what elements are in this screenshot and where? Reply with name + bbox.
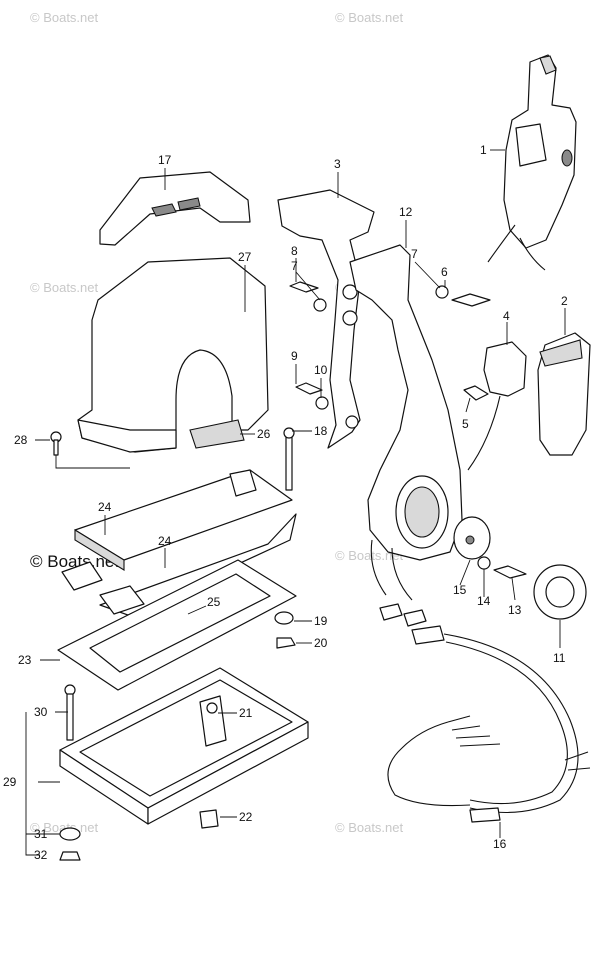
callout-10: 10 — [314, 363, 328, 377]
callout-7-second: 7 — [411, 247, 418, 261]
callout-25: 25 — [207, 595, 221, 609]
watermark: © Boats.net — [30, 820, 99, 835]
leader-lines — [25, 149, 566, 856]
part-wiring-harness — [370, 539, 591, 823]
callout-2: 2 — [561, 294, 568, 308]
callout-13: 13 — [508, 603, 522, 617]
callout-19: 19 — [314, 614, 328, 628]
part-neutral-switch — [467, 341, 527, 471]
part-small-hardware — [289, 281, 491, 410]
part-washer-set — [453, 516, 527, 579]
callout-3: 3 — [334, 157, 341, 171]
part-top-cover — [99, 171, 251, 246]
callout-18: 18 — [314, 424, 328, 438]
callout-28: 28 — [14, 433, 28, 447]
part-screws — [50, 427, 295, 491]
callout-8: 8 — [291, 244, 298, 258]
callout-14: 14 — [477, 594, 491, 608]
watermark: © Boats.net — [335, 820, 404, 835]
part-gasket — [57, 559, 297, 691]
watermark: © Boats.net — [30, 280, 99, 295]
part-bracket-lower — [99, 513, 297, 616]
callout-27: 27 — [238, 250, 252, 264]
callout-30: 30 — [34, 705, 48, 719]
callout-29: 29 — [3, 775, 17, 789]
part-bolt-stack — [59, 684, 81, 861]
callout-6: 6 — [441, 265, 448, 279]
callout-17: 17 — [158, 153, 172, 167]
part-cable-clamp — [199, 695, 227, 829]
callout-1: 1 — [480, 143, 487, 157]
callout-32: 32 — [34, 848, 48, 862]
callout-24: 24 — [98, 500, 112, 514]
callout-5: 5 — [462, 417, 469, 431]
callout-15: 15 — [453, 583, 467, 597]
watermark: © Boats.net — [335, 548, 404, 563]
callout-26: 26 — [257, 427, 271, 441]
callout-11: 11 — [553, 651, 566, 665]
part-base-plate — [59, 667, 309, 825]
callout-20: 20 — [314, 636, 328, 650]
callout-23: 23 — [18, 653, 32, 667]
part-control-housing — [77, 257, 269, 453]
callout-9: 9 — [291, 349, 298, 363]
callout-31: 31 — [34, 827, 48, 841]
part-seal — [189, 419, 245, 449]
part-grip-cover — [537, 332, 591, 456]
callout-12: 12 — [399, 205, 413, 219]
callout-22: 22 — [239, 810, 253, 824]
part-throttle-lever — [277, 189, 375, 449]
callout-7: 7 — [291, 259, 298, 273]
part-end-cap — [533, 564, 587, 620]
callout-labels: 1 2 3 4 5 6 7 7 8 9 10 11 12 13 14 15 16… — [3, 143, 568, 862]
callout-4: 4 — [503, 309, 510, 323]
watermark: © Boats.net — [335, 10, 404, 25]
watermark-main: © Boats.net — [30, 552, 119, 571]
callout-21: 21 — [239, 706, 253, 720]
part-bracket-upper — [61, 469, 293, 591]
part-lever-arm — [349, 244, 463, 561]
callout-24-second: 24 — [158, 534, 172, 548]
callout-16: 16 — [493, 837, 507, 851]
part-washer-nut — [274, 611, 296, 649]
watermark: © Boats.net — [30, 10, 99, 25]
part-control-box — [487, 54, 577, 271]
